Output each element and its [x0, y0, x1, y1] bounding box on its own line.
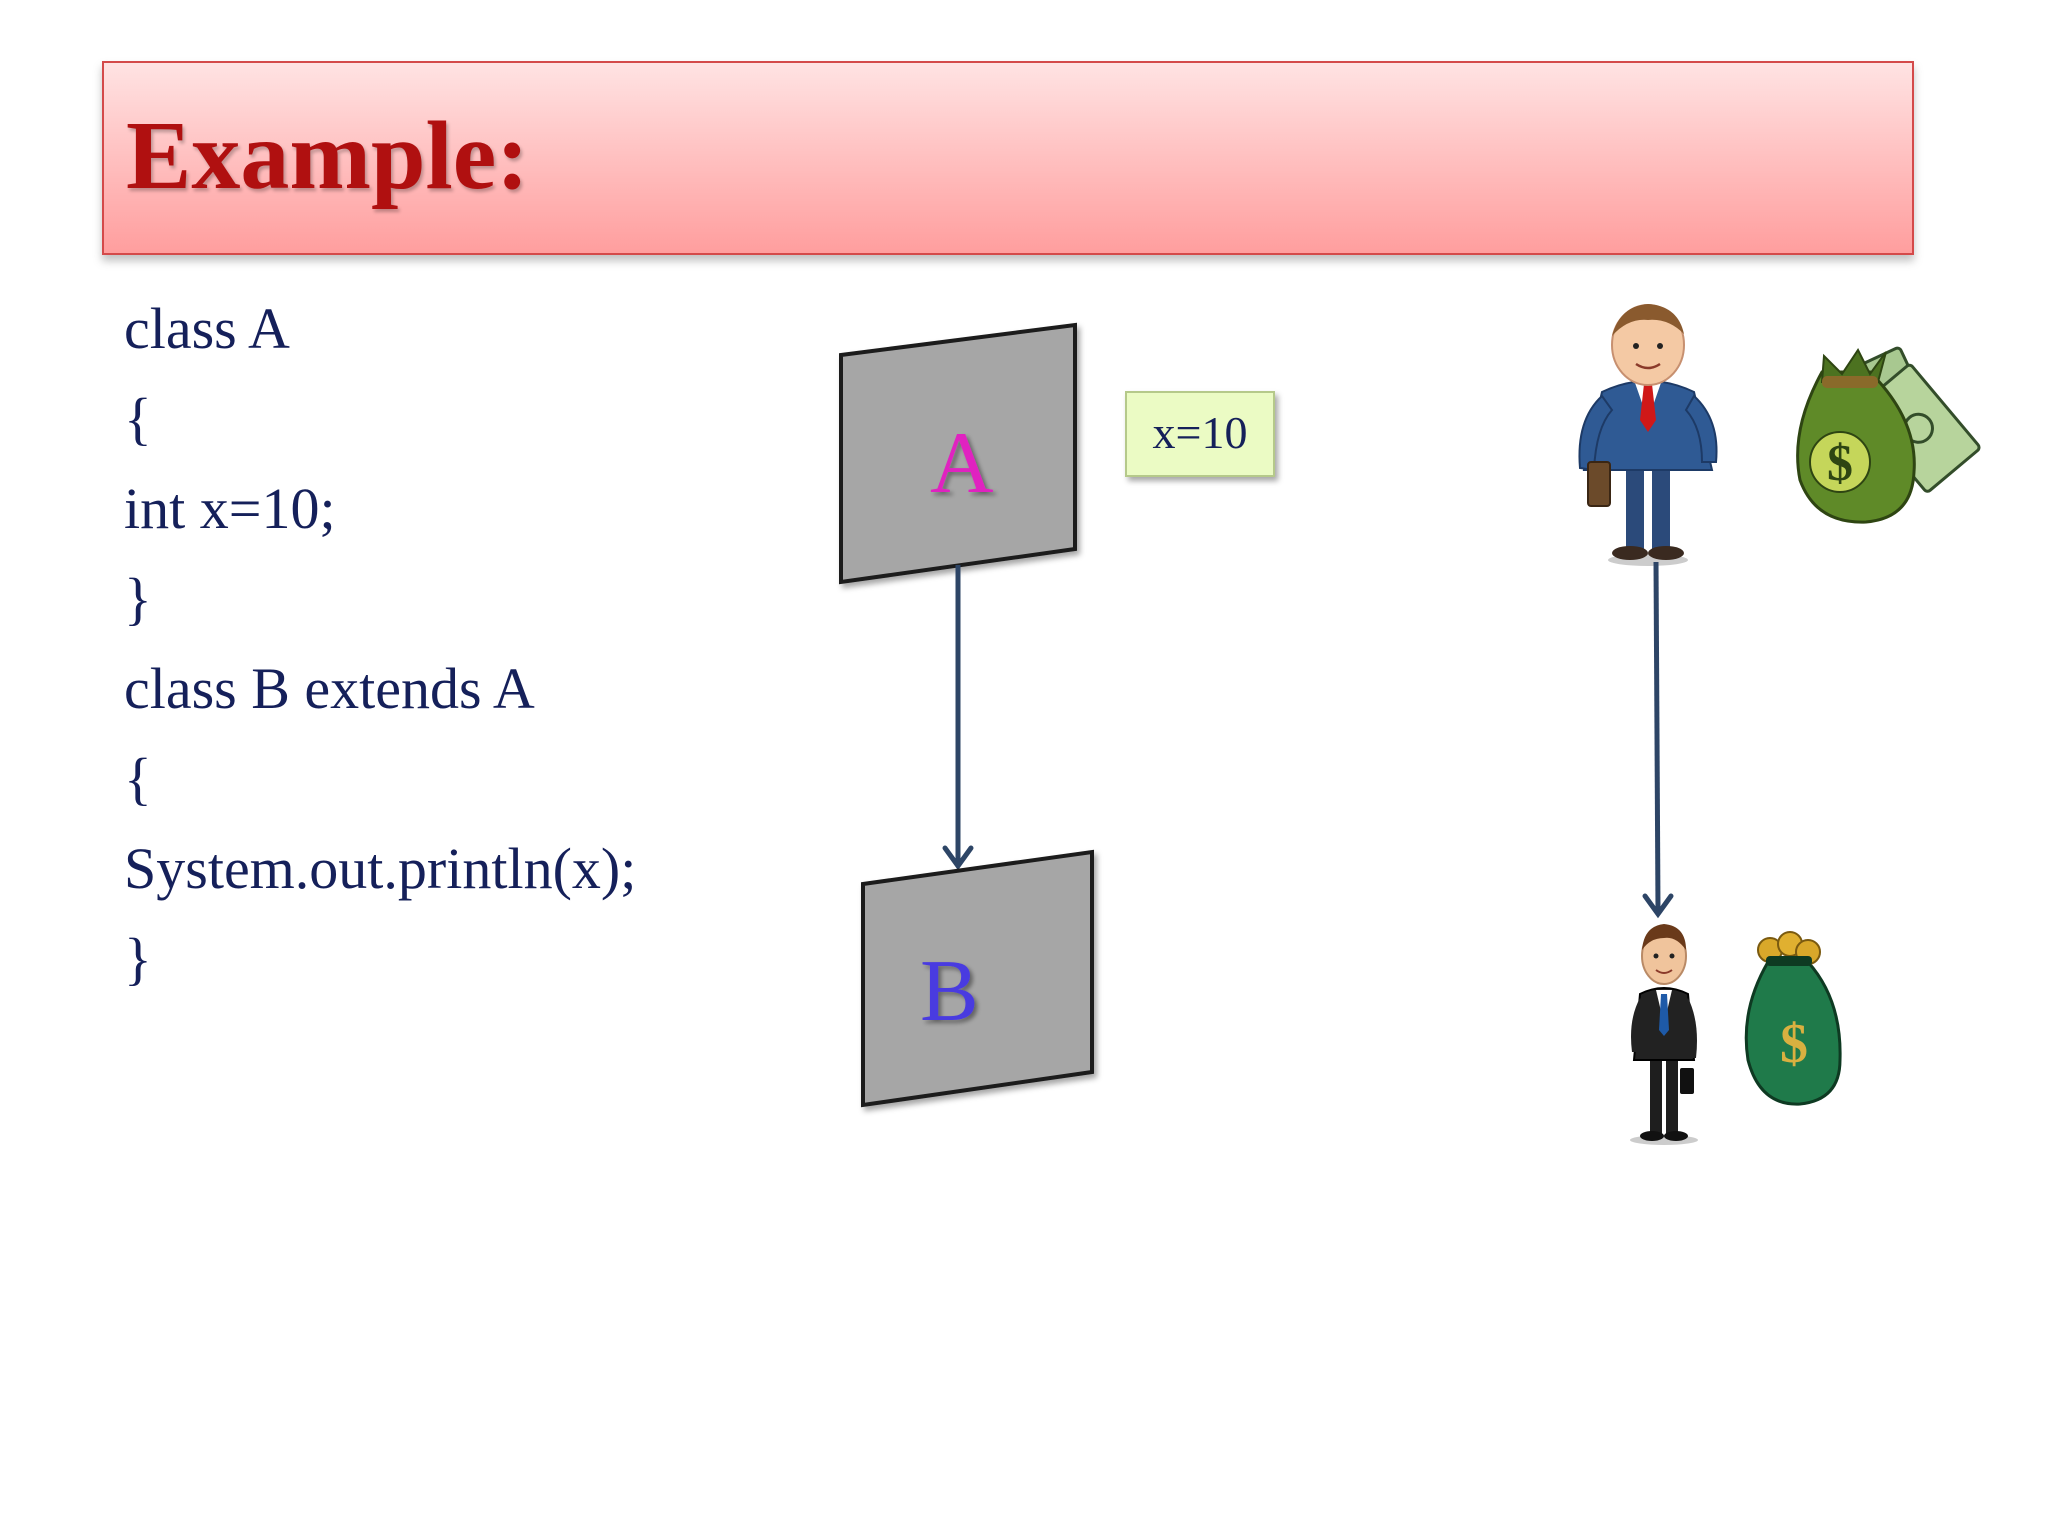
slide-title: Example:	[126, 101, 529, 210]
class-b-box: B	[861, 849, 1094, 1108]
small-money-bag-dollar: $	[1780, 1013, 1808, 1075]
code-line: class A	[124, 296, 290, 361]
code-line: }	[124, 926, 152, 991]
class-a-box: A	[839, 322, 1077, 585]
code-line: }	[124, 566, 152, 631]
class-b-label: B	[920, 943, 979, 1040]
parent-man-icon	[1578, 304, 1718, 566]
money-bag-icon: $	[1796, 346, 1981, 524]
title-bar: Example:	[102, 61, 1914, 255]
money-bag-dollar: $	[1827, 435, 1853, 492]
value-label: x=10	[1153, 407, 1248, 458]
code-line: class B extends A	[124, 656, 535, 721]
code-line: {	[124, 386, 152, 451]
child-man-icon	[1630, 924, 1698, 1145]
code-line: System.out.println(x);	[124, 836, 637, 901]
value-box: x=10	[1125, 391, 1275, 477]
inheritance-arrow	[942, 565, 974, 871]
class-a-label: A	[930, 415, 994, 512]
small-money-bag-icon: $	[1744, 931, 1842, 1106]
code-listing: class A { int x=10; } class B extends A …	[124, 284, 636, 1004]
code-line: {	[124, 746, 152, 811]
inheritance-arrow-people	[1642, 561, 1674, 919]
code-line: int x=10;	[124, 476, 336, 541]
